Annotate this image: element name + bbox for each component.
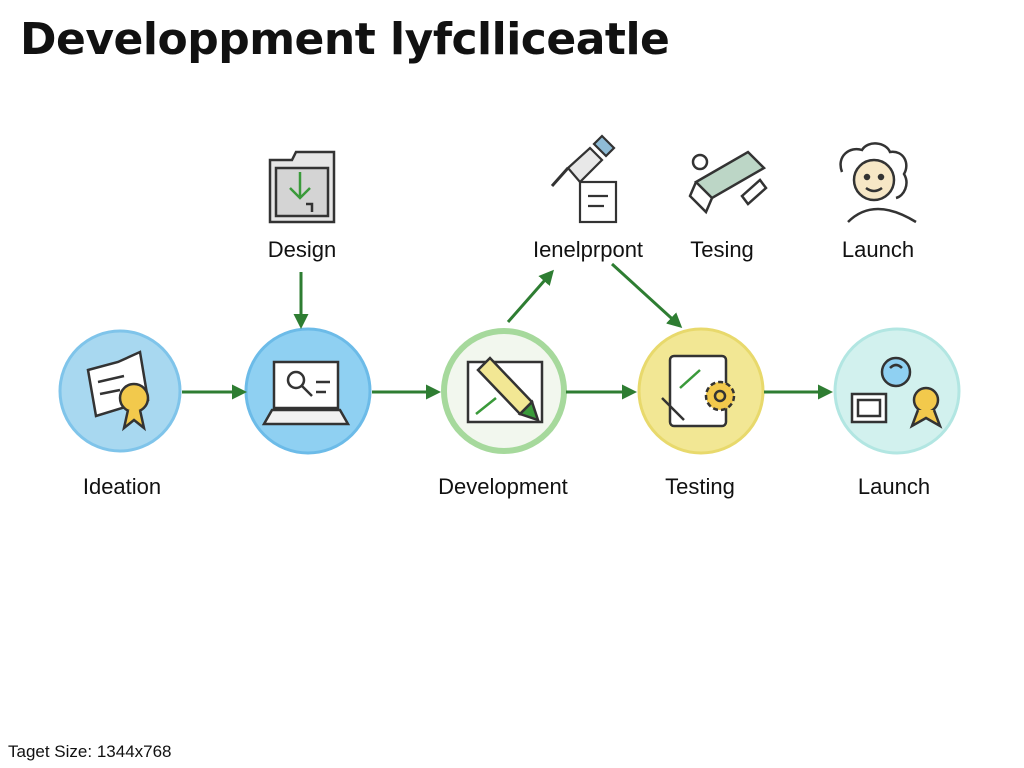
testing-label: Testing [665, 474, 735, 499]
design-label: Design [267, 237, 337, 262]
tablet-gear-icon [661, 354, 736, 428]
pen-tablet-icon [466, 356, 544, 424]
arrow-development-up [506, 269, 554, 323]
stage-circle-launch [833, 327, 961, 455]
document-badge-icon [86, 350, 150, 432]
folder-download-icon [268, 150, 336, 224]
tools-icon [550, 134, 618, 224]
development-label: Development [438, 474, 568, 499]
footer-text: Taget Size: 1344x768 [8, 742, 172, 761]
launch-top-label: Launch [841, 237, 915, 262]
person-icon [839, 142, 917, 224]
ideation-label: Ideation [82, 474, 162, 499]
laptop-search-icon [261, 360, 351, 426]
launch-label: Launch [857, 474, 931, 499]
battery-icon [688, 150, 768, 215]
devices-badge-icon [850, 356, 943, 429]
page-title: Developpment lyfclliceatle [20, 14, 670, 65]
development-top-label: Ienelprpont [532, 237, 644, 262]
arrow-to-testing-down [610, 262, 683, 329]
testing-top-label: Tesing [690, 237, 754, 262]
